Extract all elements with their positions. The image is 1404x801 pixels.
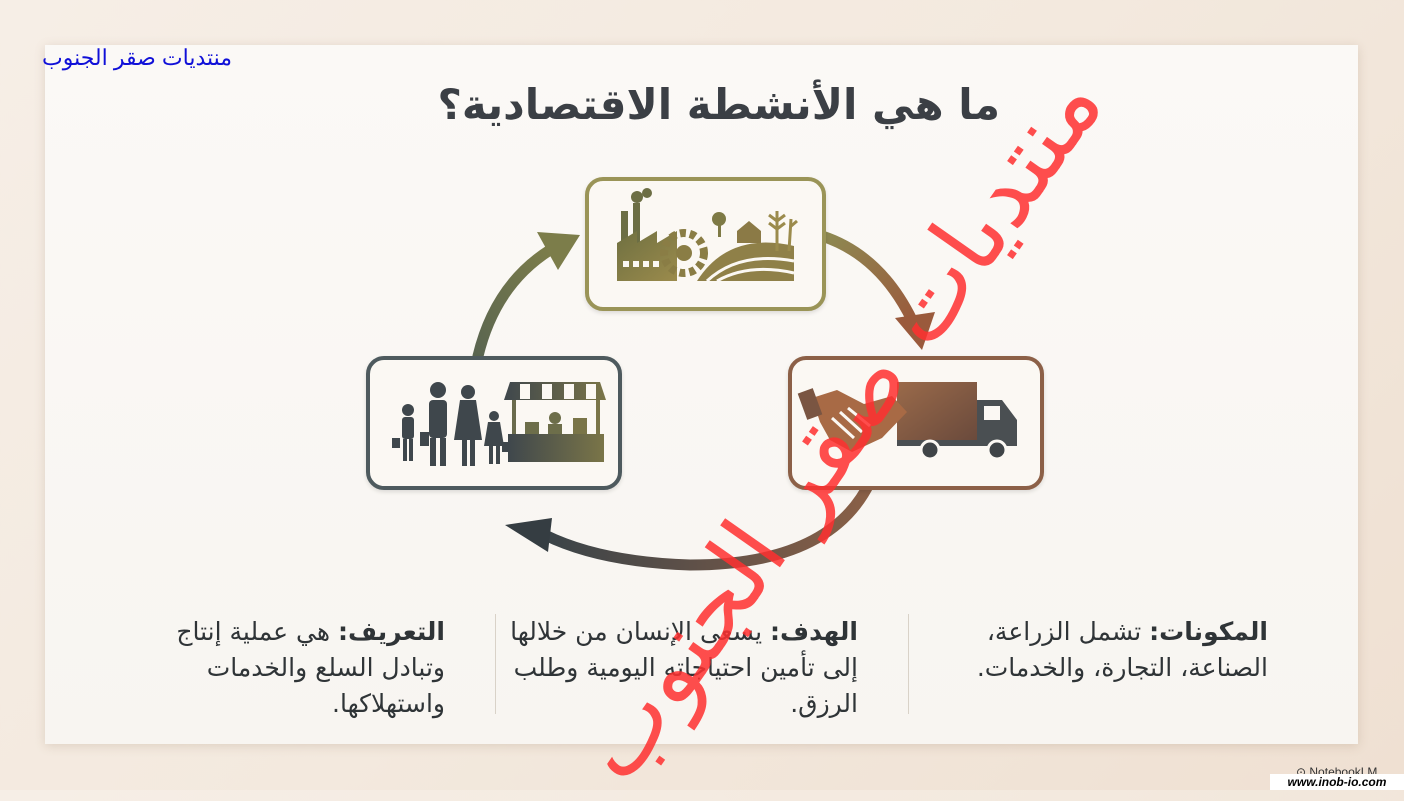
page-title: ما هي الأنشطة الاقتصادية؟ xyxy=(437,80,1000,129)
definition-label: التعريف: xyxy=(338,617,445,646)
definition-body: هي عملية إنتاج وتبادل السلع والخدمات واس… xyxy=(176,617,445,718)
arrow-bottom-head xyxy=(505,518,552,552)
forum-label: منتديات صقر الجنوب xyxy=(42,45,233,70)
components-body: تشمل الزراعة، الصناعة، التجارة، والخدمات… xyxy=(976,617,1268,682)
box-production xyxy=(585,177,826,311)
box-exchange xyxy=(788,356,1044,490)
goal-text: الهدف: يسعى الإنسان من خلالها إلى تأمين … xyxy=(510,614,858,722)
handshake-truck-icon xyxy=(797,382,1017,461)
definition-text: التعريف: هي عملية إنتاج وتبادل السلع وال… xyxy=(140,614,445,722)
arrow-bottom xyxy=(539,476,876,571)
arrow-top-right xyxy=(816,230,918,326)
goal-body: يسعى الإنسان من خلالها إلى تأمين احتياجا… xyxy=(510,617,858,718)
divider xyxy=(495,614,496,714)
box-consumption xyxy=(366,356,622,490)
arrow-left xyxy=(472,244,556,362)
factory-farm-icon xyxy=(617,188,798,283)
components-text: المكونات: تشمل الزراعة، الصناعة، التجارة… xyxy=(928,614,1268,686)
components-label: المكونات: xyxy=(1149,617,1268,646)
family-market-icon xyxy=(392,382,606,466)
slide-card xyxy=(45,45,1358,744)
site-url: www.inob-io.com xyxy=(1270,774,1404,790)
arrow-left-head xyxy=(537,232,580,270)
divider xyxy=(908,614,909,714)
goal-label: الهدف: xyxy=(770,617,858,646)
arrow-top-right-head xyxy=(895,312,935,350)
